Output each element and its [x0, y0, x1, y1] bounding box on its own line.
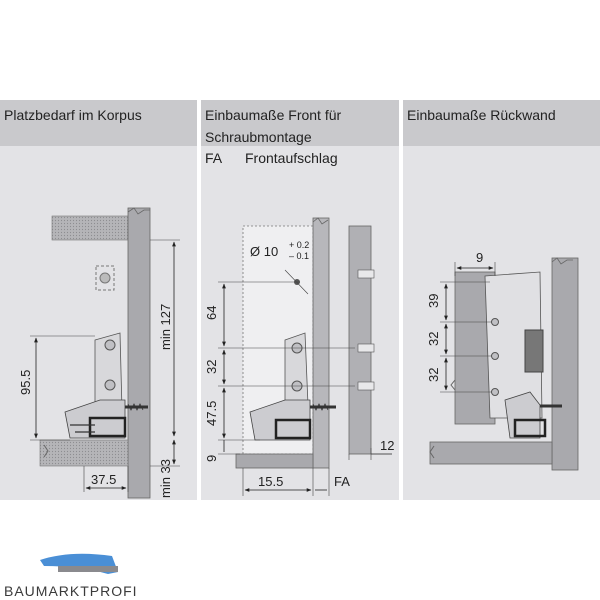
- legend-abbr: FA: [205, 150, 223, 166]
- back-panel-drawing: 39 32 32 9: [426, 250, 579, 471]
- dim-9-top: 9: [476, 250, 483, 265]
- dim-min-127: min 127: [158, 304, 173, 350]
- side-wall: [127, 207, 151, 499]
- dim-tol-minus: – 0.1: [289, 251, 309, 261]
- dim-47-5: 47.5: [204, 401, 219, 426]
- panel-title-line: Schraubmontage: [205, 129, 312, 145]
- rear-bracket: [484, 271, 543, 419]
- bottom-board: [39, 439, 129, 467]
- dim-64: 64: [204, 306, 219, 320]
- dim-diameter: Ø 10: [250, 244, 278, 259]
- dim-39: 39: [426, 294, 441, 308]
- side-section: [348, 225, 372, 455]
- panel-title: Einbaumaße Rückwand: [407, 104, 556, 126]
- logo-swoosh: [40, 553, 118, 574]
- panel-title-line: Einbaumaße Rückwand: [407, 107, 556, 123]
- legend-text: Frontaufschlag: [245, 150, 338, 166]
- logo-text: BAUMARKTPROFI: [4, 583, 138, 599]
- panel-title-line: Platzbedarf im Korpus: [4, 107, 142, 123]
- panel-header: Einbaumaße Rückwand: [403, 100, 600, 146]
- hole-outline: [95, 265, 115, 291]
- top-board: [51, 215, 129, 241]
- front-mounting-drawing: Ø 10 + 0.2 – 0.1 64 32 47.5 9 15.5 FA: [204, 217, 394, 496]
- dim-tol-plus: + 0.2: [289, 240, 309, 250]
- dim-fa: FA: [334, 474, 350, 489]
- dim-95-5: 95.5: [18, 370, 33, 395]
- panel-title-line: Einbaumaße Front für: [205, 107, 342, 123]
- front-board: [312, 217, 330, 469]
- dim-12: 12: [380, 438, 394, 453]
- cabinet-drawing: 95.5 min 127 min 33 37.5: [18, 207, 180, 499]
- dim-37-5: 37.5: [91, 472, 116, 487]
- dim-32-a: 32: [426, 332, 441, 346]
- dim-15-5: 15.5: [258, 474, 283, 489]
- dim-min-33: min 33: [158, 459, 173, 498]
- panel-header: Einbaumaße Front für Schraubmontage: [201, 100, 399, 146]
- dim-9: 9: [204, 455, 219, 462]
- panel-title: Einbaumaße Front für Schraubmontage: [205, 104, 341, 148]
- dim-32-b: 32: [426, 368, 441, 382]
- dim-32: 32: [204, 360, 219, 374]
- runner: [88, 416, 127, 438]
- panel-title: Platzbedarf im Korpus: [4, 104, 142, 126]
- panel-header: Platzbedarf im Korpus: [0, 100, 197, 146]
